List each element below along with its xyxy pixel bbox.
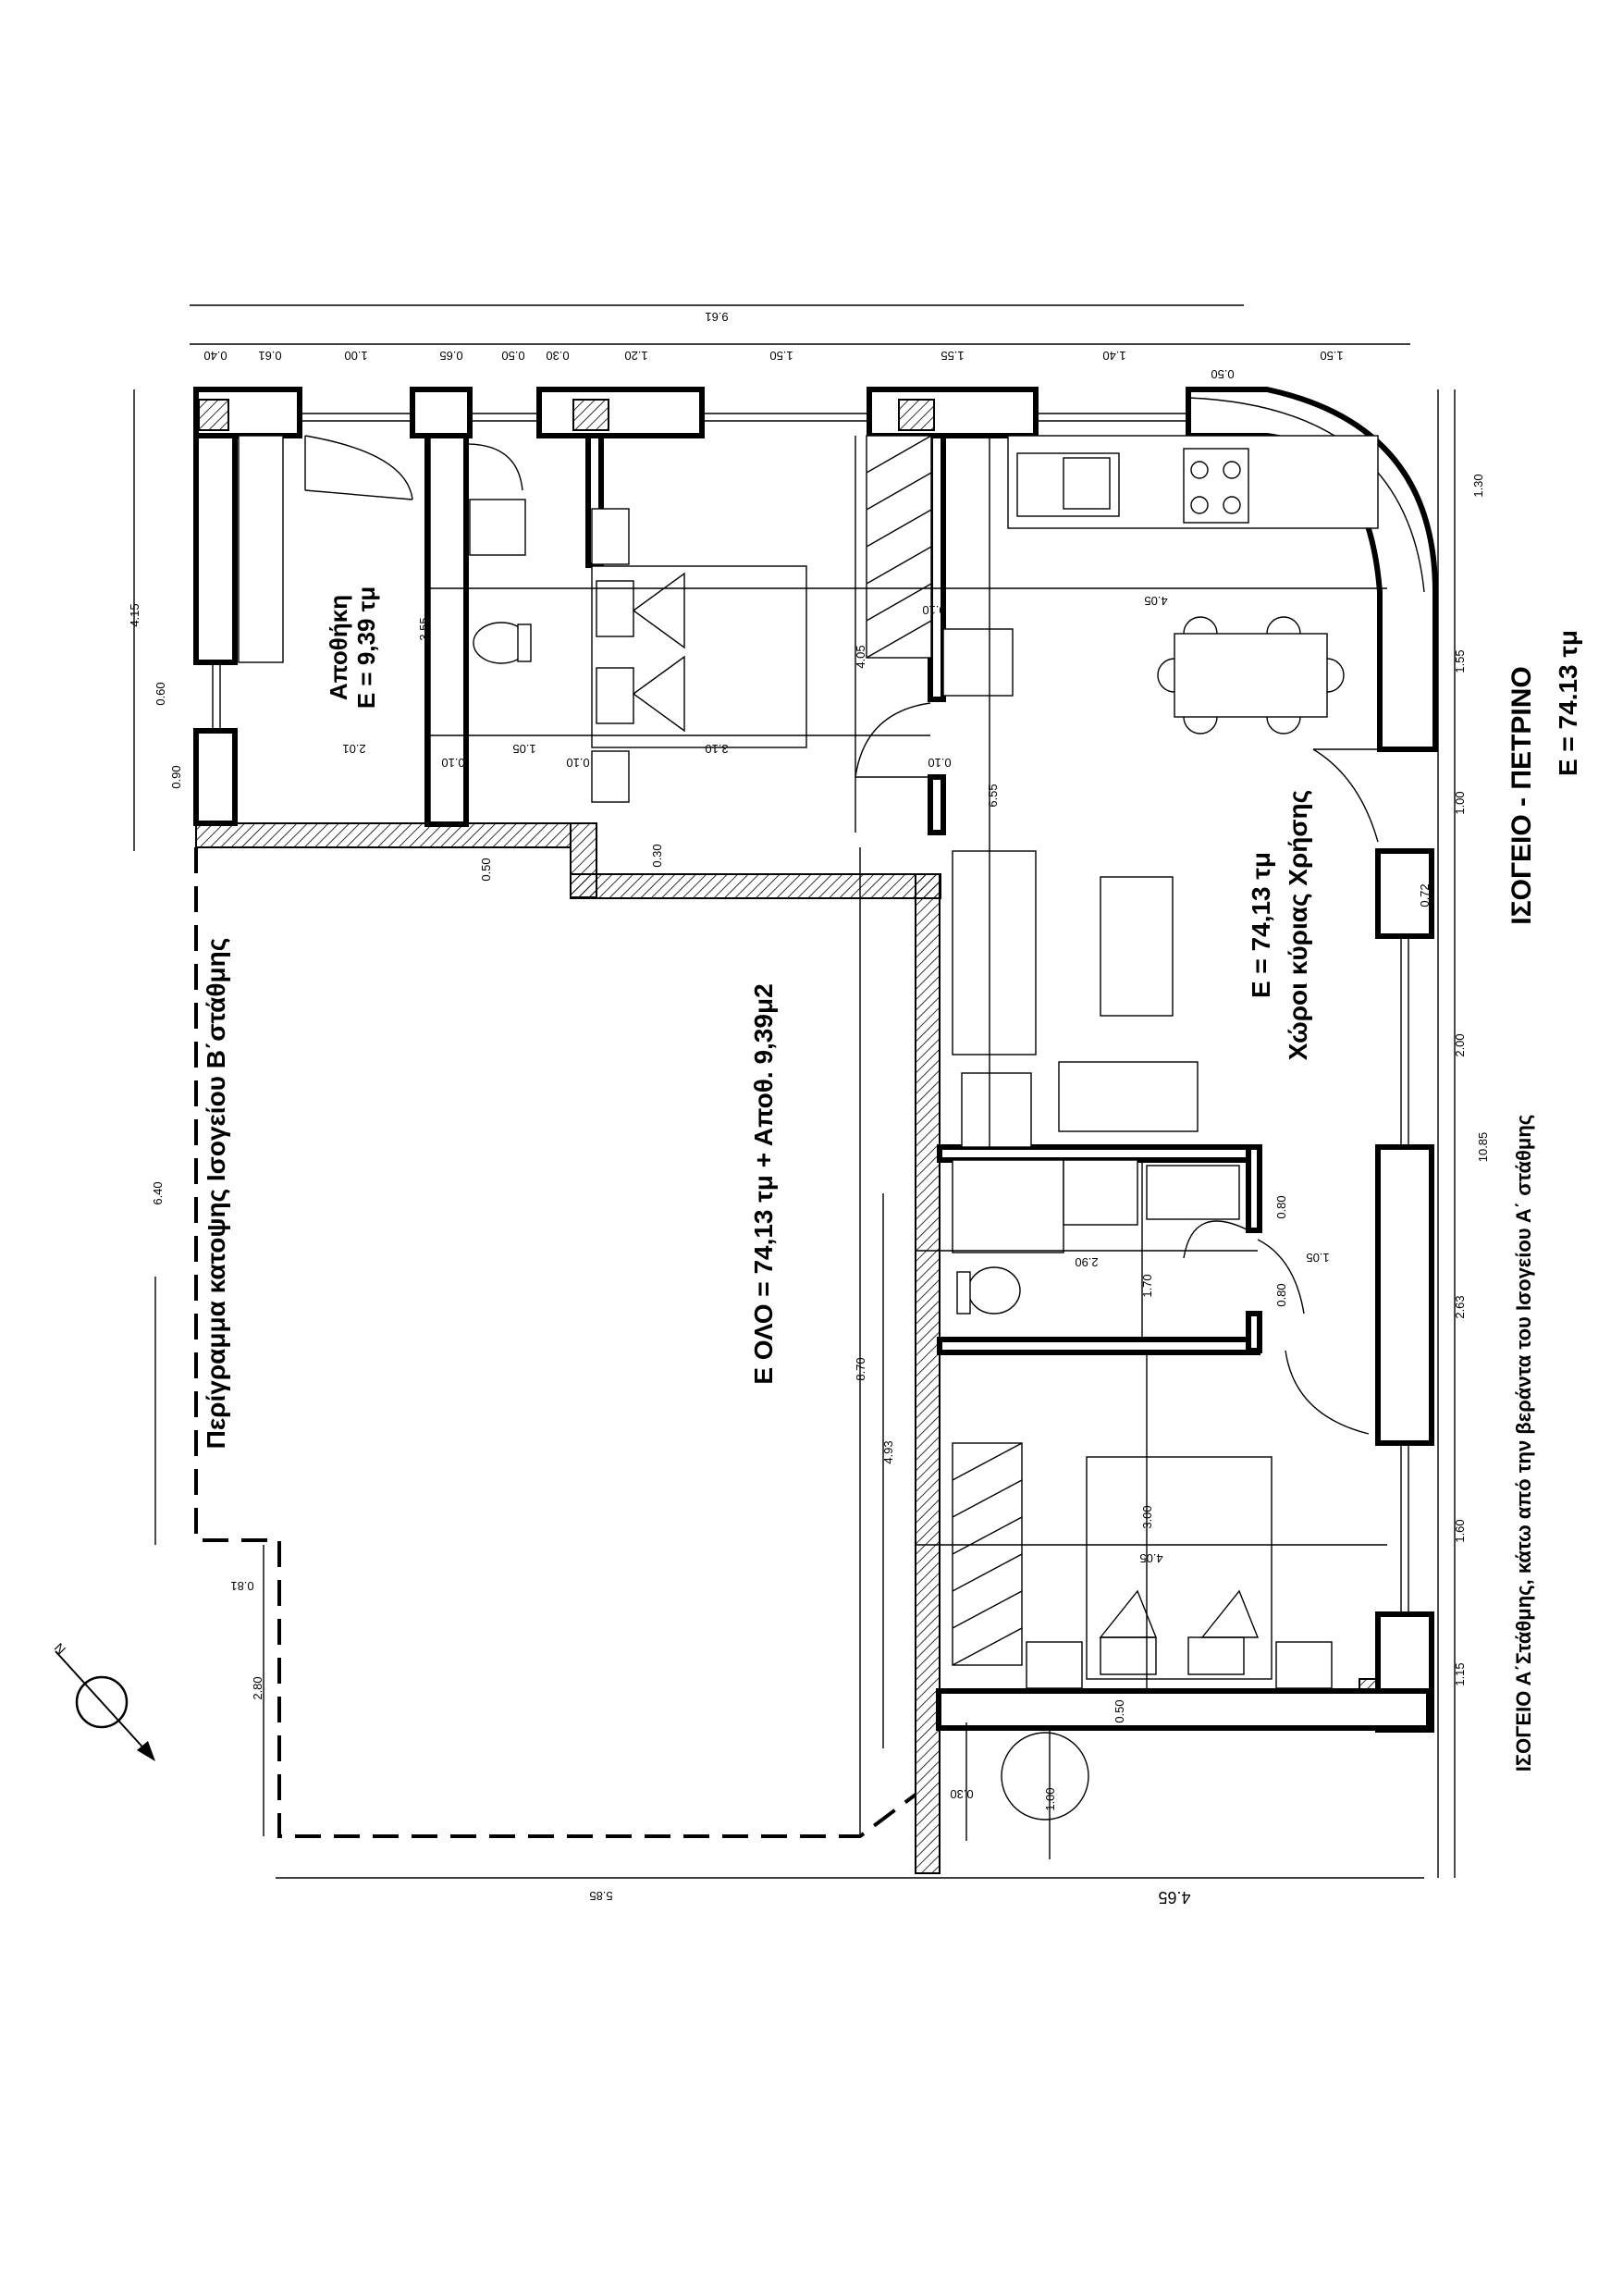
dim-int-100: 1.00 <box>1043 1787 1057 1810</box>
wall-top-3 <box>536 387 705 438</box>
dim-right-4: 2.00 <box>1453 1033 1467 1056</box>
dim-int-105b: 1.05 <box>1306 1251 1329 1265</box>
dim-top-4: 0.50 <box>501 349 524 363</box>
dim-int-080a: 0.80 <box>1274 1195 1288 1218</box>
dim-int-310: 3.10 <box>705 742 728 756</box>
dim-left-0: 4.15 <box>128 603 141 626</box>
dim-right-total: 10.85 <box>1476 1132 1490 1163</box>
dim-top-7: 1.50 <box>769 349 793 363</box>
dim-top-2: 1.00 <box>344 349 367 363</box>
dim-int-050: 0.50 <box>479 858 493 881</box>
dim-int-010c: 0.10 <box>928 756 951 770</box>
dim-left-step: 0.81 <box>230 1579 253 1593</box>
outline-caption: Περίγραμμα κατοψης Ισογείου Β΄στάθμης <box>202 938 230 1450</box>
dim-right-1: 1.55 <box>1453 649 1467 673</box>
storage-label-line1: Αποθήκη <box>325 595 352 700</box>
upper-level-outline <box>194 847 917 1838</box>
dim-int-170: 1.70 <box>1140 1274 1154 1297</box>
north-arrow-icon: N <box>52 1640 155 1761</box>
washbasin-icon <box>469 499 526 556</box>
storage-label-line2: Ε = 9,39 τμ <box>352 586 380 709</box>
dim-right-2: 1.00 <box>1453 791 1467 814</box>
dim-bottom-left: 5.85 <box>589 1889 612 1903</box>
dimension-lines <box>133 304 1456 1879</box>
dim-top-11: 1.50 <box>1320 349 1343 363</box>
dim-top-6: 1.20 <box>624 349 647 363</box>
dim-right-0: 1.30 <box>1471 474 1485 497</box>
wardrobe <box>952 1442 1023 1666</box>
dim-int-030b: 0.30 <box>950 1787 973 1801</box>
dim-int-080b: 0.80 <box>1274 1283 1288 1306</box>
wardrobe <box>866 435 932 659</box>
plan-area: Ε = 74.13 τμ <box>1554 630 1582 776</box>
wall-top-2 <box>410 387 473 438</box>
dim-int-405b: 4.05 <box>1139 1551 1162 1565</box>
wall-top-4 <box>867 387 1039 438</box>
dim-top-0: 0.40 <box>203 349 227 363</box>
dim-int-290: 2.90 <box>1075 1255 1098 1269</box>
dim-right-7: 1.15 <box>1453 1662 1467 1685</box>
dim-top-9: 1.40 <box>1102 349 1125 363</box>
dim-left-lower: 6.40 <box>151 1181 165 1204</box>
dim-left-bottom: 2.80 <box>251 1676 264 1699</box>
dim-left-1: 0.60 <box>154 682 167 705</box>
shower-tray <box>952 1159 1064 1253</box>
plan-title: ΙΣΟΓΕΙΟ - ΠΕΤΡΙΝΟ <box>1506 666 1537 924</box>
dim-int-030: 0.30 <box>650 844 664 867</box>
dim-int-405c: 4.05 <box>854 645 867 668</box>
dim-int-010d: 0.10 <box>922 603 945 617</box>
coffee-table <box>1100 876 1174 1017</box>
exterior-walls <box>193 387 1438 1874</box>
furniture <box>238 435 1379 1821</box>
dim-bottom-right: 4.65 <box>1158 1888 1190 1907</box>
north-label: N <box>52 1640 68 1657</box>
toilet-icon <box>967 1266 1021 1315</box>
dim-int-655: 6.55 <box>986 784 1000 807</box>
dining-table <box>1174 633 1328 718</box>
dim-int-105: 1.05 <box>512 742 535 756</box>
dim-top-total: 9.61 <box>705 310 728 324</box>
dim-top-5: 0.30 <box>546 349 569 363</box>
dim-top-8: 1.55 <box>941 349 964 363</box>
dim-int-355: 3.55 <box>417 617 431 640</box>
dim-right-6: 1.60 <box>1453 1519 1467 1542</box>
main-area-line2: Χώροι κύριας Χρήσης <box>1284 790 1312 1060</box>
dim-int-201: 2.01 <box>342 742 365 756</box>
dim-right-3: 0.72 <box>1418 883 1432 907</box>
dim-int-493: 4.93 <box>881 1440 895 1463</box>
washbasin-icon <box>1146 1165 1240 1220</box>
round-table <box>1001 1732 1089 1821</box>
dim-int-010a: 0.10 <box>441 756 464 770</box>
dim-int-010b: 0.10 <box>566 756 589 770</box>
total-area-label: Ε ΟΛΟ = 74,13 τμ + Αποθ. 9,39μ2 <box>749 983 778 1384</box>
dim-top-3: 0.65 <box>439 349 462 363</box>
dim-top-10: 0.50 <box>1211 367 1234 381</box>
dim-left-2: 0.90 <box>169 765 183 788</box>
armchairs <box>1058 1061 1199 1132</box>
dim-int-050b: 0.50 <box>1113 1699 1126 1722</box>
dim-right-5: 2.63 <box>1453 1295 1467 1318</box>
dim-top-1: 0.61 <box>258 349 281 363</box>
doors <box>304 435 1379 1435</box>
dim-int-300: 3.00 <box>1140 1505 1154 1528</box>
dimension-labels: 9.61 0.40 0.61 1.00 0.65 0.50 0.30 1.20 … <box>128 310 1490 1907</box>
dim-int-405a: 4.05 <box>1144 594 1167 608</box>
sofa <box>952 850 1037 1055</box>
plan-subtitle: ΙΣΟΓΕΙΟ Α΄Στάθμης, κάτω από την βεράντα … <box>1512 1115 1535 1771</box>
main-area-line1: Ε = 74,13 τμ <box>1247 852 1275 998</box>
dim-int-870: 8.70 <box>854 1357 867 1380</box>
plan-labels: ΙΣΟΓΕΙΟ - ΠΕΤΡΙΝΟ Ε = 74.13 τμ ΙΣΟΓΕΙΟ Α… <box>202 586 1582 1771</box>
